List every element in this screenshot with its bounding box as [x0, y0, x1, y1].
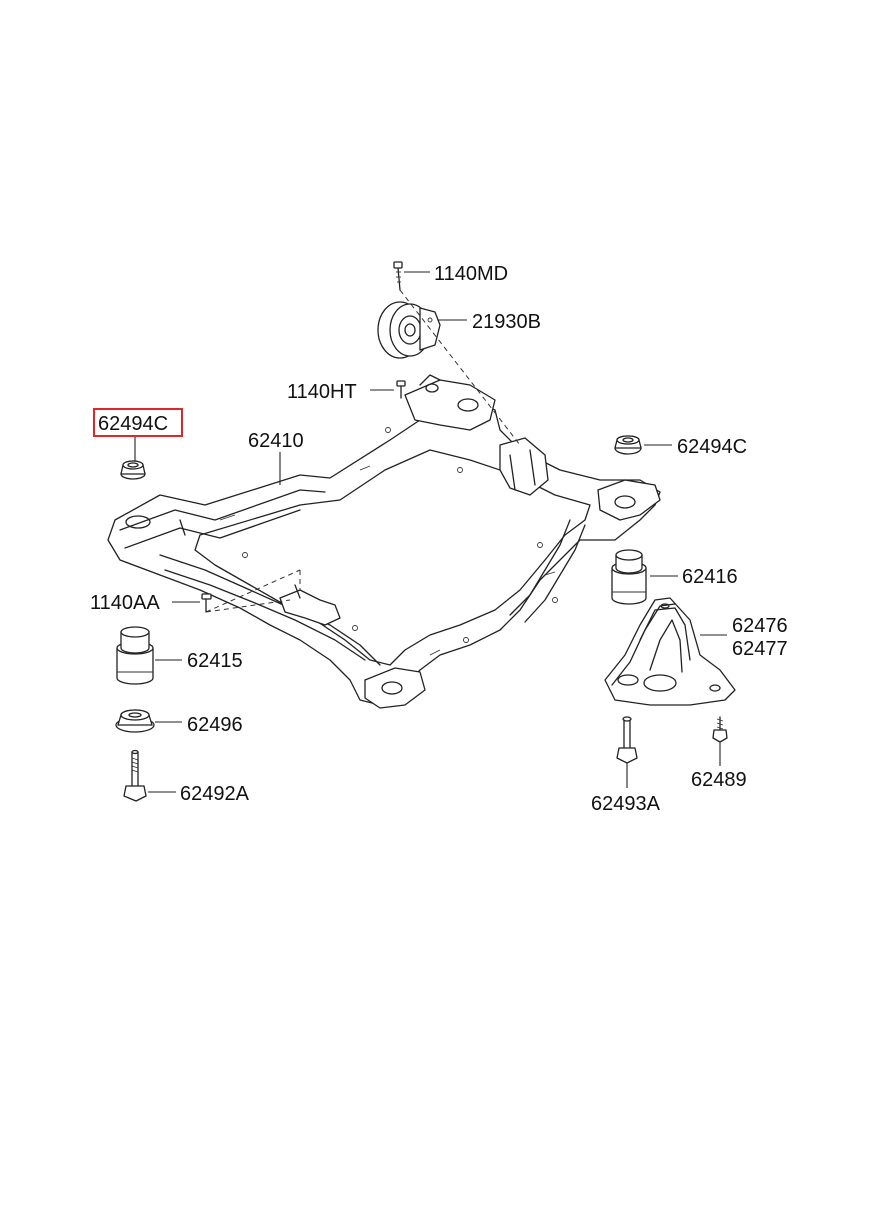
label-1140aa[interactable]: 1140AA: [90, 592, 160, 614]
highlight-box: [93, 408, 183, 437]
bolt-62489[interactable]: [712, 716, 728, 743]
subframe-crossmember[interactable]: [107, 374, 661, 709]
label-62494c-left[interactable]: 62494C: [98, 413, 168, 435]
leader-lines: [134, 271, 727, 793]
label-62489[interactable]: 62489: [691, 769, 747, 791]
label-62410[interactable]: 62410: [248, 430, 304, 452]
bushing-62415[interactable]: [116, 626, 154, 685]
label-62477[interactable]: 62477: [732, 638, 788, 660]
bolt-1140md[interactable]: [393, 261, 403, 291]
label-1140ht[interactable]: 1140HT: [287, 381, 357, 403]
label-62494c-right[interactable]: 62494C: [677, 436, 747, 458]
label-1140md[interactable]: 1140MD: [434, 263, 508, 285]
label-62493a[interactable]: 62493A: [591, 793, 661, 815]
washer-62496[interactable]: [115, 709, 155, 733]
bushing-62416[interactable]: [611, 549, 647, 605]
bushing-cap-62494c-right[interactable]: [614, 435, 642, 455]
label-62415[interactable]: 62415: [187, 650, 243, 672]
bracket-plate-62476-62477[interactable]: [604, 597, 736, 706]
bushing-cap-62494c-left[interactable]: [120, 460, 146, 480]
bolt-62493a[interactable]: [616, 716, 638, 764]
label-62496[interactable]: 62496: [187, 714, 243, 736]
engine-mount-21930b[interactable]: [377, 301, 441, 359]
label-62492a[interactable]: 62492A: [180, 783, 250, 805]
label-62416[interactable]: 62416: [682, 566, 738, 588]
bolt-62492a[interactable]: [123, 749, 147, 802]
label-21930b[interactable]: 21930B: [472, 311, 541, 333]
label-62476[interactable]: 62476: [732, 615, 788, 637]
bolt-1140aa[interactable]: [201, 593, 212, 613]
bolt-1140ht[interactable]: [396, 380, 406, 399]
